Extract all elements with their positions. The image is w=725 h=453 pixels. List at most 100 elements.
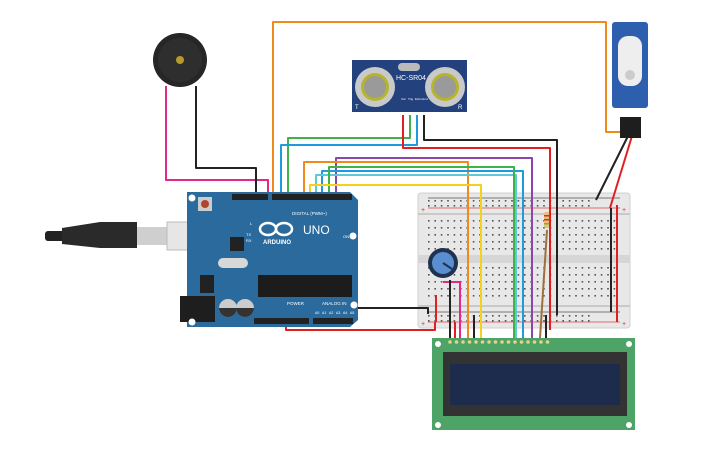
breadboard-hole[interactable] xyxy=(428,205,430,207)
breadboard-hole[interactable] xyxy=(581,220,584,222)
breadboard-hole[interactable] xyxy=(504,320,507,322)
breadboard-hole[interactable] xyxy=(517,227,520,229)
breadboard-hole[interactable] xyxy=(588,248,590,250)
breadboard-hole[interactable] xyxy=(428,274,430,276)
breadboard-hole[interactable] xyxy=(492,281,494,283)
breadboard-hole[interactable] xyxy=(428,227,430,229)
breadboard-hole[interactable] xyxy=(504,288,507,290)
breadboard-hole[interactable] xyxy=(568,267,571,269)
breadboard-hole[interactable] xyxy=(524,315,526,317)
breadboard-hole[interactable] xyxy=(492,227,494,229)
breadboard-hole[interactable] xyxy=(492,295,494,297)
breadboard-hole[interactable] xyxy=(588,267,590,269)
breadboard-hole[interactable] xyxy=(562,241,564,243)
breadboard-hole[interactable] xyxy=(517,295,520,297)
breadboard-hole[interactable] xyxy=(581,315,584,317)
breadboard-hole[interactable] xyxy=(428,234,430,236)
lcd-pin[interactable] xyxy=(519,340,524,344)
breadboard-hole[interactable] xyxy=(575,274,577,276)
breadboard-hole[interactable] xyxy=(447,227,449,229)
breadboard-hole[interactable] xyxy=(498,315,500,317)
breadboard-hole[interactable] xyxy=(588,234,590,236)
breadboard-hole[interactable] xyxy=(543,320,545,322)
breadboard-hole[interactable] xyxy=(453,234,456,236)
breadboard-hole[interactable] xyxy=(607,281,609,283)
breadboard-hole[interactable] xyxy=(460,248,462,250)
breadboard-hole[interactable] xyxy=(504,241,507,243)
breadboard-hole[interactable] xyxy=(498,281,500,283)
breadboard-hole[interactable] xyxy=(511,234,513,236)
breadboard-hole[interactable] xyxy=(460,234,462,236)
breadboard-hole[interactable] xyxy=(453,274,456,276)
lcd-pin[interactable] xyxy=(487,340,491,344)
breadboard-hole[interactable] xyxy=(524,200,526,202)
breadboard-hole[interactable] xyxy=(543,200,545,202)
breadboard-hole[interactable] xyxy=(600,234,603,236)
breadboard-hole[interactable] xyxy=(613,248,616,250)
usb-cable[interactable] xyxy=(45,221,196,251)
breadboard-hole[interactable] xyxy=(556,315,558,317)
breadboard-hole[interactable] xyxy=(607,241,609,243)
breadboard-hole[interactable] xyxy=(568,241,571,243)
breadboard-hole[interactable] xyxy=(536,248,539,250)
breadboard-hole[interactable] xyxy=(536,205,539,207)
breadboard-hole[interactable] xyxy=(453,248,456,250)
breadboard-hole[interactable] xyxy=(613,267,616,269)
breadboard-hole[interactable] xyxy=(511,315,513,317)
breadboard-hole[interactable] xyxy=(460,220,462,222)
breadboard-hole[interactable] xyxy=(575,295,577,297)
breadboard-hole[interactable] xyxy=(485,320,488,322)
lcd-pin[interactable] xyxy=(461,340,465,344)
breadboard-hole[interactable] xyxy=(492,205,494,207)
arduino-uno[interactable]: ARDUINO UNO DIGITAL (PWM~) POWER ANALOG … xyxy=(180,192,358,327)
breadboard-hole[interactable] xyxy=(594,241,596,243)
breadboard-hole[interactable] xyxy=(568,320,571,322)
breadboard-hole[interactable] xyxy=(562,248,564,250)
breadboard-hole[interactable] xyxy=(517,205,520,207)
breadboard-hole[interactable] xyxy=(536,288,539,290)
breadboard-hole[interactable] xyxy=(588,295,590,297)
breadboard-hole[interactable] xyxy=(607,295,609,297)
breadboard-hole[interactable] xyxy=(511,267,513,269)
breadboard-hole[interactable] xyxy=(460,274,462,276)
breadboard-hole[interactable] xyxy=(581,267,584,269)
breadboard-hole[interactable] xyxy=(613,234,616,236)
breadboard-hole[interactable] xyxy=(543,234,545,236)
breadboard-hole[interactable] xyxy=(485,205,488,207)
breadboard-hole[interactable] xyxy=(607,248,609,250)
breadboard-hole[interactable] xyxy=(568,274,571,276)
breadboard-hole[interactable] xyxy=(517,241,520,243)
lcd-pin[interactable] xyxy=(448,340,452,344)
breadboard-hole[interactable] xyxy=(434,227,436,229)
breadboard-hole[interactable] xyxy=(434,288,436,290)
breadboard-hole[interactable] xyxy=(492,200,494,202)
ultrasonic-sensor[interactable]: HC-SR04 T R Vcc Trig Echo Gnd xyxy=(352,60,467,112)
breadboard-hole[interactable] xyxy=(498,320,500,322)
breadboard-hole[interactable] xyxy=(524,288,526,290)
breadboard-hole[interactable] xyxy=(453,295,456,297)
breadboard-hole[interactable] xyxy=(568,200,571,202)
breadboard-hole[interactable] xyxy=(434,205,436,207)
breadboard-hole[interactable] xyxy=(517,281,520,283)
breadboard-hole[interactable] xyxy=(562,295,564,297)
breadboard-hole[interactable] xyxy=(447,241,449,243)
lcd-pin[interactable] xyxy=(513,340,517,344)
servo-motor[interactable] xyxy=(612,22,648,138)
breadboard-hole[interactable] xyxy=(504,220,507,222)
breadboard-hole[interactable] xyxy=(485,227,488,229)
breadboard-hole[interactable] xyxy=(562,205,564,207)
breadboard-hole[interactable] xyxy=(498,227,500,229)
breadboard-hole[interactable] xyxy=(517,234,520,236)
breadboard-hole[interactable] xyxy=(440,241,443,243)
breadboard-hole[interactable] xyxy=(504,200,507,202)
breadboard-hole[interactable] xyxy=(581,320,584,322)
breadboard-hole[interactable] xyxy=(498,267,500,269)
breadboard-hole[interactable] xyxy=(472,227,475,229)
breadboard-hole[interactable] xyxy=(607,220,609,222)
breadboard-hole[interactable] xyxy=(434,248,436,250)
breadboard-hole[interactable] xyxy=(575,320,577,322)
breadboard-hole[interactable] xyxy=(485,281,488,283)
breadboard-hole[interactable] xyxy=(588,281,590,283)
breadboard-hole[interactable] xyxy=(440,295,443,297)
breadboard-hole[interactable] xyxy=(524,241,526,243)
